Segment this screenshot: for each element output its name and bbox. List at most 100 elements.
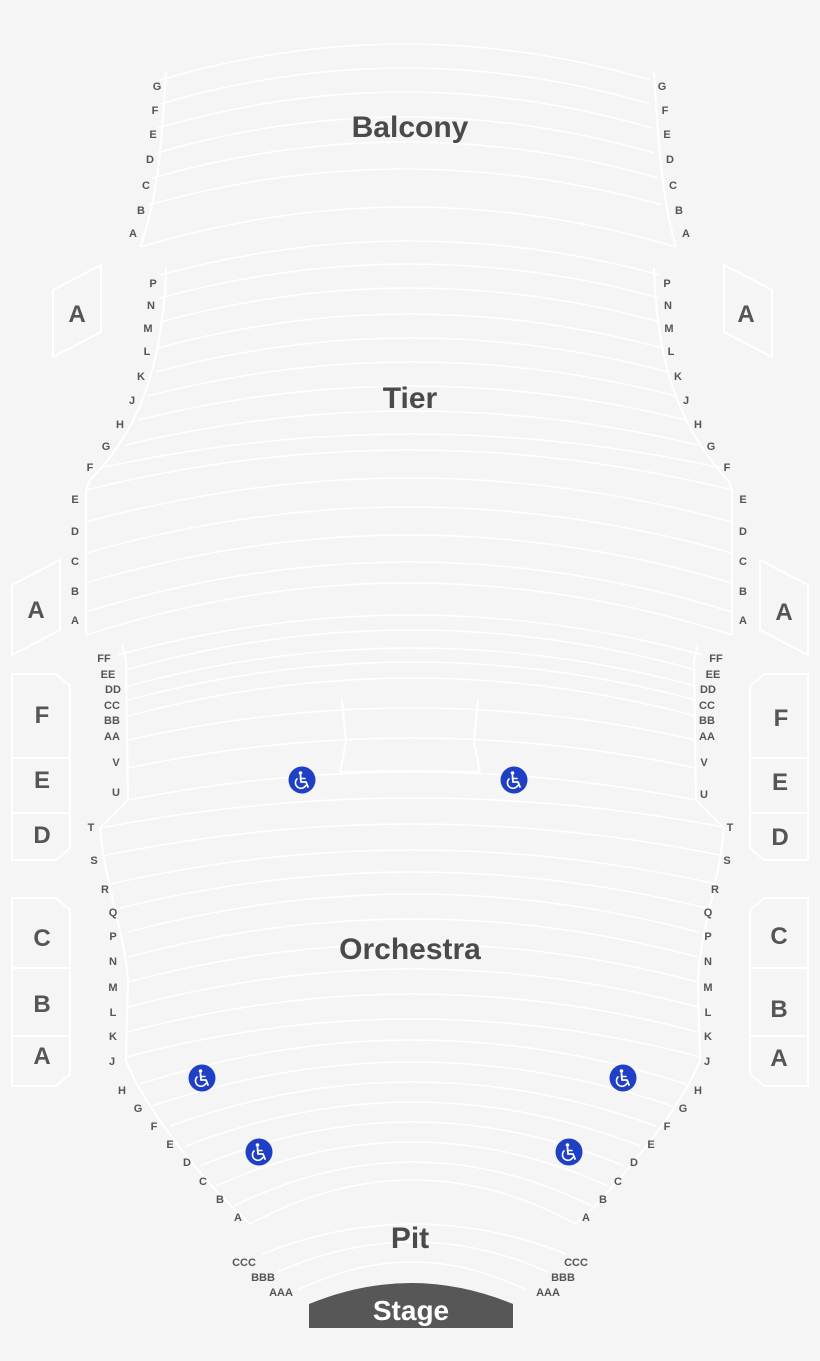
row-label-left: F (87, 462, 94, 474)
box-orch-left-a-label: A (33, 1043, 50, 1070)
row-label-right: A (582, 1212, 590, 1224)
orch-row-line (127, 893, 699, 933)
box-tier-upper-right-label: A (737, 301, 754, 328)
tier-row-line (154, 337, 669, 373)
row-label-left: G (134, 1103, 143, 1115)
row-label-left: A (234, 1212, 242, 1224)
orch-row-line (233, 1161, 593, 1207)
balcony-row-line (147, 168, 663, 206)
row-label-right: N (664, 300, 672, 312)
tier-row-line (85, 561, 733, 613)
orch-left-mid-edge (99, 827, 251, 1225)
row-label-right: K (674, 371, 682, 383)
row-label-left: R (101, 884, 109, 896)
orch-row-line (109, 849, 717, 885)
row-label-right: P (663, 278, 670, 290)
box-orch-left-f-label: F (35, 702, 50, 729)
row-label-left: J (129, 395, 135, 407)
row-label-left: K (137, 371, 145, 383)
box-orch-left-b-label: B (33, 991, 50, 1018)
row-label-right: P (704, 931, 711, 943)
row-label-left: A (129, 228, 137, 240)
box-tier-lower-right[interactable] (759, 558, 809, 657)
row-label-left: E (166, 1139, 173, 1151)
orch-left-rear-edge (99, 644, 130, 829)
box-orch-right-e-label: E (772, 769, 788, 796)
tier-row-line (85, 506, 733, 554)
row-label-left: D (71, 526, 79, 538)
row-label-right: U (700, 789, 708, 801)
wheelchair-accessible-icon[interactable] (609, 1064, 637, 1092)
pit-row-line (261, 1223, 567, 1255)
orch-row-line (169, 1081, 657, 1127)
box-tier-upper-right[interactable] (723, 263, 773, 359)
row-label-left: H (118, 1085, 126, 1097)
orch-row-line (127, 771, 697, 801)
tier-row-line (159, 263, 661, 299)
row-label-right: G (679, 1103, 688, 1115)
pit-row-line (297, 1261, 527, 1291)
wheelchair-accessible-icon[interactable] (555, 1138, 583, 1166)
section-titles: Balcony Tier Orchestra Pit (339, 111, 481, 1255)
row-label-right: E (663, 129, 670, 141)
row-label-left: BBB (251, 1272, 275, 1284)
row-label-right: T (727, 822, 734, 834)
orch-row-line (249, 1179, 577, 1225)
tier-title: Tier (383, 382, 438, 415)
row-label-left: CC (104, 700, 120, 712)
row-label-left: J (109, 1056, 115, 1068)
row-label-right: L (705, 1007, 712, 1019)
tier-row-line (124, 410, 699, 446)
orch-right-rear-edge (692, 644, 725, 829)
orch-row-line (119, 871, 707, 909)
orch-row-line (127, 918, 699, 958)
row-label-left: Q (109, 907, 118, 919)
row-label-right: F (662, 105, 669, 117)
wheelchair-accessible-icon[interactable] (500, 766, 528, 794)
row-label-left: C (71, 556, 79, 568)
section-lines (85, 43, 733, 1291)
box-tier-lower-left[interactable] (11, 558, 61, 657)
orch-row-line (127, 647, 697, 687)
row-label-left: K (109, 1031, 117, 1043)
row-label-left: E (149, 129, 156, 141)
row-label-right: V (700, 757, 708, 769)
row-label-right: A (682, 228, 690, 240)
tier-row-line (147, 361, 677, 397)
row-label-left: L (110, 1007, 117, 1019)
wheelchair-accessible-icon[interactable] (188, 1064, 216, 1092)
row-label-left: B (71, 586, 79, 598)
row-label-right: M (703, 982, 712, 994)
box-tier-lower-right-label: A (775, 599, 792, 626)
side-boxes: A A A A F E D F E D C B A C B A (11, 263, 809, 1087)
box-orch-right-lower[interactable] (749, 897, 809, 1087)
tier-row-line (99, 433, 723, 469)
wheelchair-accessible-icon[interactable] (288, 766, 316, 794)
box-orch-left-lower[interactable] (11, 897, 71, 1087)
row-label-left: E (71, 494, 78, 506)
row-label-left: T (88, 822, 95, 834)
row-label-right: G (658, 81, 667, 93)
orch-row-line (127, 661, 697, 701)
orch-row-line (127, 968, 699, 1008)
row-label-right: C (614, 1176, 622, 1188)
balcony-row-line (151, 141, 659, 179)
box-tier-upper-left[interactable] (52, 263, 102, 359)
row-label-left: F (152, 105, 159, 117)
box-orch-right-b-label: B (770, 996, 787, 1023)
row-label-left: FF (97, 653, 111, 665)
tier-row-line (159, 240, 661, 276)
balcony-row-line (157, 91, 653, 129)
tier-row-line (159, 287, 661, 323)
row-label-left: H (116, 419, 124, 431)
wheelchair-accessible-icon[interactable] (245, 1138, 273, 1166)
row-label-right: L (668, 346, 675, 358)
row-label-left: N (109, 956, 117, 968)
orch-row-line (151, 1061, 673, 1107)
row-label-right: F (724, 462, 731, 474)
row-label-left: BB (104, 715, 120, 727)
crossaisle-right (472, 699, 481, 773)
row-label-right: B (599, 1194, 607, 1206)
